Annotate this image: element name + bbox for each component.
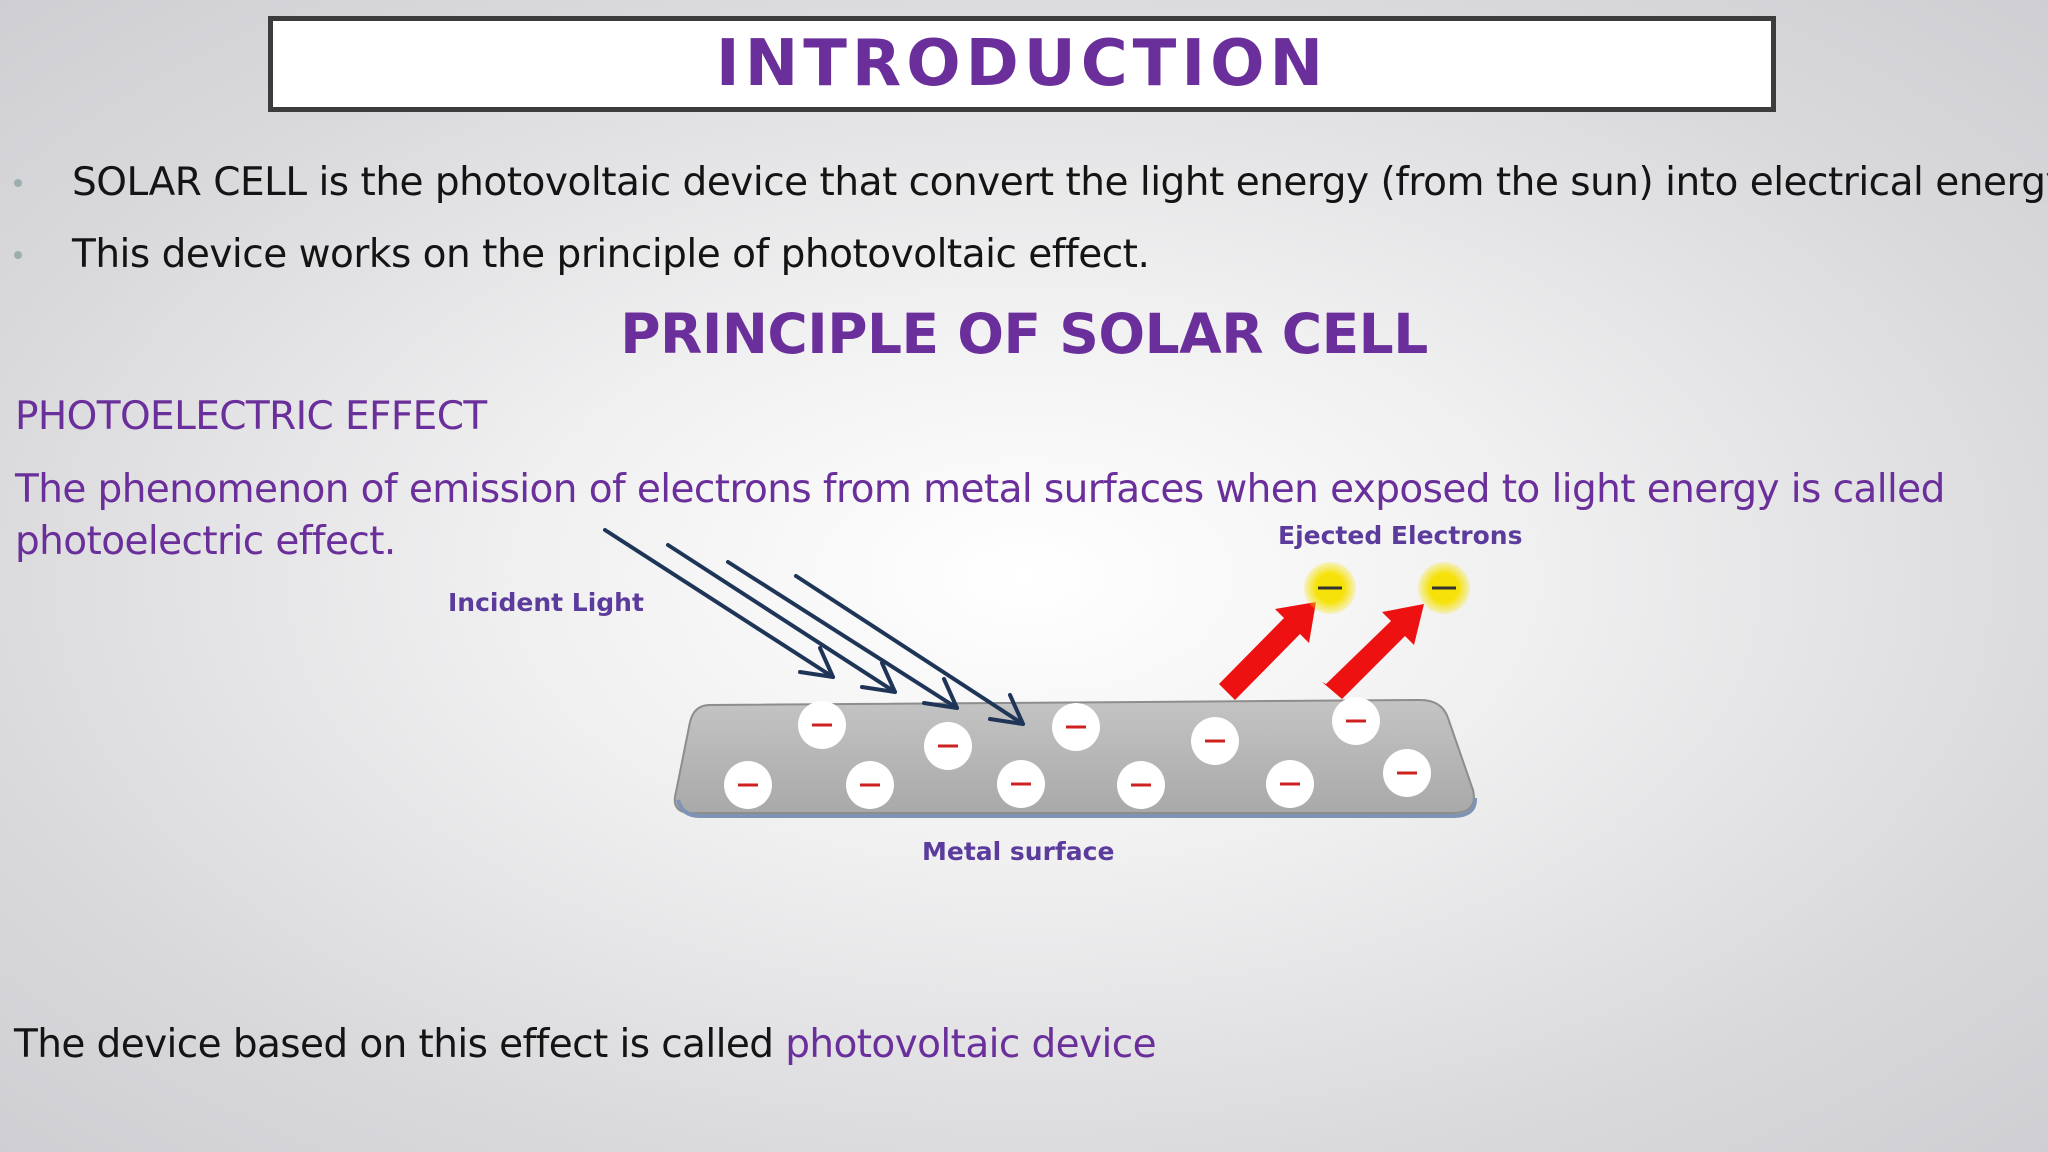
ejected-electron-icon	[1304, 562, 1356, 614]
bullet-item: This device works on the principle of ph…	[14, 232, 1150, 277]
bullet-text: SOLAR CELL is the photovoltaic device th…	[72, 160, 2048, 205]
photoelectric-diagram: Incident Light Ejected Electrons Metal s…	[448, 521, 1522, 866]
electron-icon	[1332, 697, 1380, 745]
electron-icon	[1052, 703, 1100, 751]
electron-icon	[1191, 717, 1239, 765]
electron-icon	[1266, 760, 1314, 808]
footer-highlight: photovoltaic device	[785, 1022, 1157, 1067]
electron-icon	[1383, 749, 1431, 797]
definition-text: The phenomenon of emission of electrons …	[15, 467, 1945, 564]
ejected-electron-icon	[1418, 562, 1470, 614]
bullet-dot-icon	[14, 250, 22, 259]
bullet-dot-icon	[14, 178, 22, 187]
bullet-item: SOLAR CELL is the photovoltaic device th…	[14, 160, 2048, 205]
principle-heading: PRINCIPLE OF SOLAR CELL	[620, 302, 1428, 366]
bullet-text: This device works on the principle of ph…	[72, 232, 1150, 277]
electron-icon	[846, 761, 894, 809]
footer-line: The device based on this effect is calle…	[14, 1022, 1157, 1067]
metal-surface-label: Metal surface	[922, 837, 1114, 866]
metal-plate-edge	[676, 797, 1478, 818]
ejection-arrows	[1216, 602, 1424, 700]
electron-icon	[924, 722, 972, 770]
incident-light-arrows	[603, 528, 1025, 726]
sub-heading: PHOTOELECTRIC EFFECT	[15, 394, 487, 439]
title-box: INTRODUCTION	[268, 16, 1776, 112]
slide-title: INTRODUCTION	[715, 27, 1329, 101]
ejected-electrons	[1304, 562, 1470, 614]
metal-electrons	[724, 697, 1431, 809]
electron-icon	[798, 701, 846, 749]
ejected-electrons-label: Ejected Electrons	[1278, 521, 1522, 550]
electron-icon	[997, 760, 1045, 808]
footer-text: The device based on this effect is calle…	[14, 1022, 786, 1067]
electron-icon	[724, 761, 772, 809]
electron-icon	[1117, 761, 1165, 809]
incident-light-label: Incident Light	[448, 588, 644, 617]
